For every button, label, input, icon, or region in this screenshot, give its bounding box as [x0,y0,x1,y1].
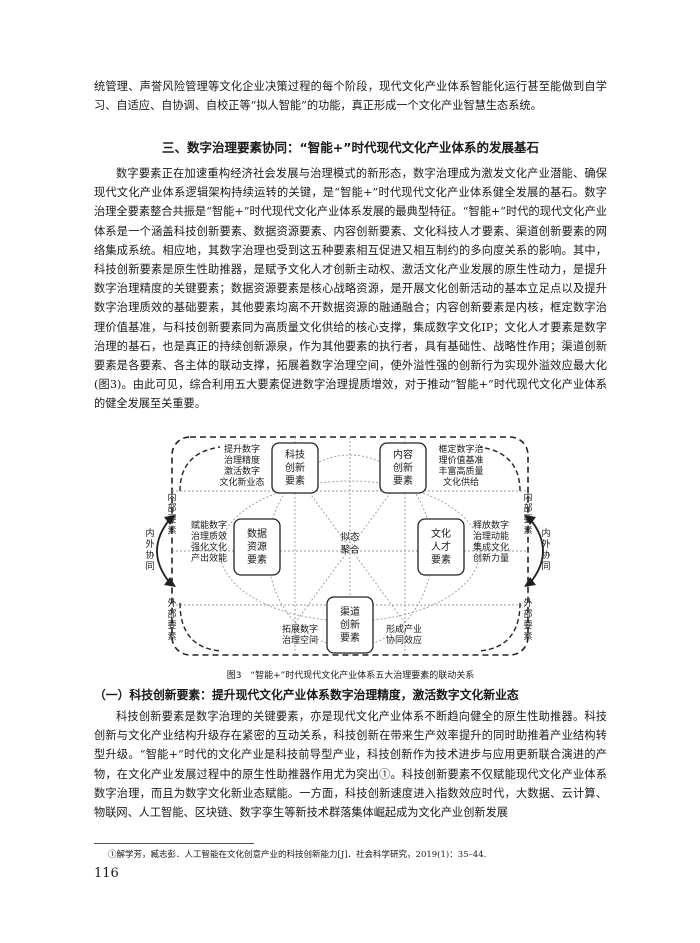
channel-innovation-box: 渠道创新要素 [340,607,360,644]
footnote-divider [94,843,254,844]
side-arrows [156,518,544,584]
figure-caption: 图3 “智能+”时代现代文化产业体系五大治理要素的联动关系 [226,671,475,681]
tech-innovation-box: 科技创新要素 [285,450,305,487]
tech-note: 提升数字治理精度激活数字文化新业态 [219,445,265,488]
talent-box: 文化人才要素 [431,529,451,566]
channel-note-left: 拓展数字治理空间 [281,625,318,646]
content-innovation-box: 内容创新要素 [393,450,413,487]
dashed-brackets [179,446,521,652]
intro-paragraph: 统管理、声誉风险管理等文化企业决策过程的每个阶段，现代文化产业体系智能化运行甚至… [94,80,607,113]
talent-note: 释放数字治理动能集成文化创新力量 [472,521,509,564]
footnote: ①解学芳，臧志彭．人工智能在文化创意产业的科技创新能力[J]．社会科学研究，20… [108,850,487,860]
right-outer-label: 外部要素 [523,599,533,642]
section-title: 三、数字治理要素协同：“智能+”时代现代文化产业体系的发展基石 [162,140,539,155]
left-outer-label: 外部要素 [167,599,177,642]
subsection-paragraph: 科技创新要素是数字治理的关键要素，亦是现代文化产业体系不断趋向健全的原生性助推器… [94,710,607,820]
center-label: 拟态聚合 [340,532,360,556]
channel-note-right: 形成产业协同效应 [385,625,422,646]
element-boxes [233,442,465,654]
page-number: 116 [94,866,119,881]
left-inner-label: 内部要素 [167,493,177,536]
arrow-heads [164,515,536,587]
diagram-lines [156,436,544,656]
subsection-title: （一）科技创新要素：提升现代文化产业体系数字治理精度，激活数字文化新业态 [94,688,519,702]
section-paragraph: 数字要素正在加速重构经济社会发展与治理模式的新形态，数字治理成为激发文化产业潜能… [94,167,607,411]
right-coordination-label: 内外协同 [541,529,551,572]
data-resource-box: 数据资源要素 [247,529,267,566]
right-inner-label: 内部要素 [523,493,533,536]
left-coordination-label: 内外协同 [145,529,155,572]
content-note: 框定数字治理价值基准丰富高质量文化供给 [438,445,484,488]
figure-3-diagram: 科技创新要素 内容创新要素 数据资源要素 文化人才要素 渠道创新要素 拟态聚合 … [145,433,551,668]
data-note: 赋能数字治理质效强化文化产出效能 [190,521,227,564]
